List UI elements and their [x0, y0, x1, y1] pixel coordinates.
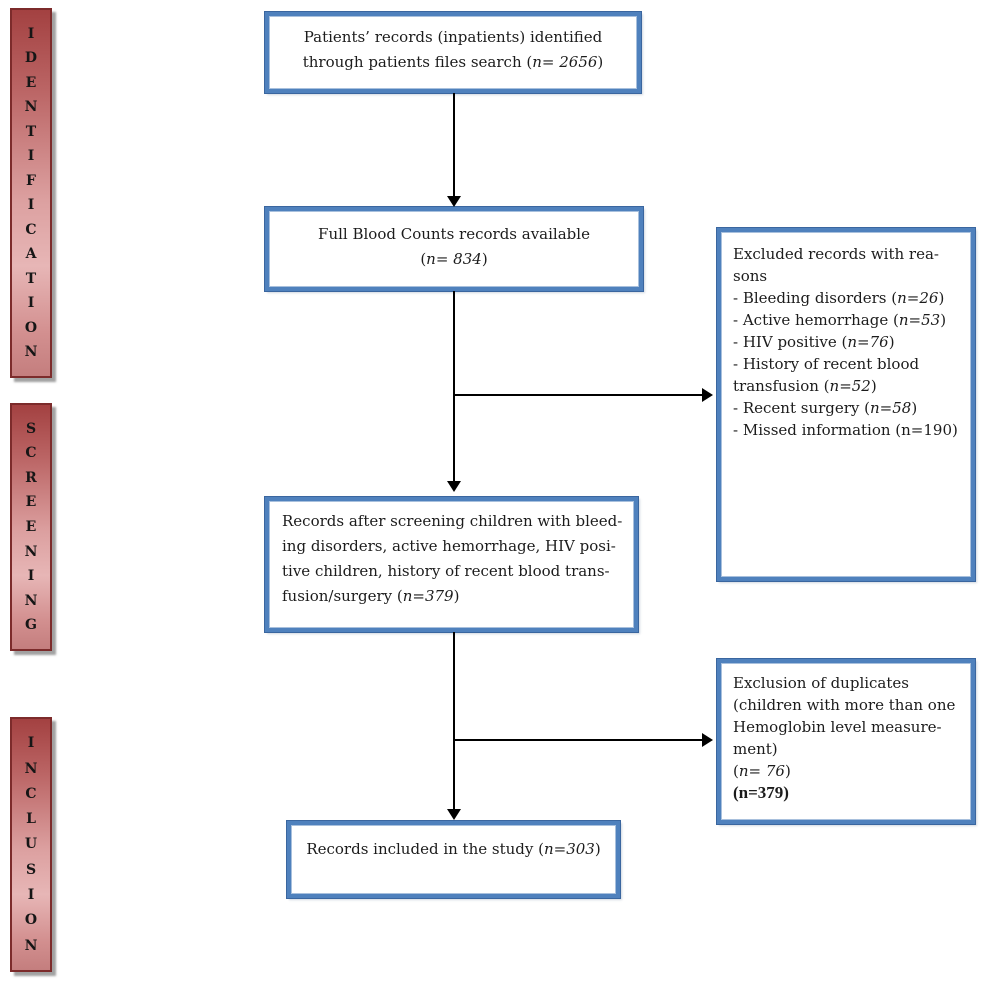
stage-bar-letter: O: [24, 319, 38, 336]
box-text-line: Exclusion of duplicates: [733, 674, 909, 692]
stage-bar-letter: N: [24, 592, 38, 609]
stage-bar-letter: I: [27, 25, 35, 42]
stage-bar-letter: N: [24, 937, 38, 954]
stage-bar-letter: S: [25, 420, 37, 437]
stage-bar-letter: E: [25, 494, 37, 511]
box-fbc-available: Full Blood Counts records available (n= 8…: [265, 207, 643, 291]
arrow-branch-to-duplicates-head-icon: [702, 733, 713, 747]
stage-bar-letter: E: [25, 74, 37, 91]
box-text-line: - Recent surgery (n=58): [733, 399, 918, 417]
box-text-line: Full Blood Counts records available: [318, 225, 590, 243]
box-text-line: Records after screening children with bl…: [282, 512, 623, 530]
box-text-line: fusion/surgery (n=379): [282, 587, 460, 605]
stage-bar-letter: C: [25, 445, 37, 462]
arrow-fbc-to-screened-head-icon: [447, 481, 461, 492]
box-exclusion-of-duplicates: Exclusion of duplicates (children with mo…: [717, 659, 975, 824]
stage-bar-letter: I: [27, 887, 35, 904]
box-text-line: - Active hemorrhage (n=53): [733, 311, 947, 329]
stage-bar-letter: N: [24, 344, 38, 361]
stage-bar-letter: T: [25, 123, 37, 140]
stage-bar-letter: S: [25, 861, 37, 878]
box-included-in-study: Records included in the study (n=303): [287, 821, 620, 898]
arrow-identified-to-fbc-line: [453, 93, 455, 197]
stage-bar-letter: I: [27, 295, 35, 312]
box-after-screening: Records after screening children with bl…: [265, 497, 638, 632]
box-text-line: ment): [733, 740, 778, 758]
stage-bar-letter: L: [26, 811, 36, 828]
stage-bar-letter: I: [27, 148, 35, 165]
box-text-line: Records included in the study (n=303): [306, 840, 601, 858]
stage-bar-letter: I: [27, 735, 35, 752]
stage-bar-letter: C: [25, 785, 37, 802]
arrow-branch-to-duplicates-line: [454, 739, 703, 741]
arrow-screened-to-included-head-icon: [447, 809, 461, 820]
stage-bar-letter: O: [24, 912, 38, 929]
box-text-line: - History of recent blood: [733, 355, 920, 373]
box-text-line: through patients files search (n= 2656): [302, 53, 604, 71]
stage-bar-letter: E: [25, 518, 37, 535]
stage-bar-letter: C: [25, 221, 37, 238]
stage-bar-letter: N: [24, 760, 38, 777]
arrow-screened-to-included-line: [453, 632, 455, 810]
box-text-line: sons: [733, 267, 768, 285]
stage-bar-letter: N: [24, 99, 38, 116]
stage-bar-letter: F: [26, 172, 36, 189]
box-text-line: ing disorders, active hemorrhage, HIV po…: [282, 537, 616, 555]
stage-bar-letter: D: [24, 50, 38, 67]
arrow-identified-to-fbc-head-icon: [447, 196, 461, 207]
stage-bar-letter: I: [27, 568, 35, 585]
stage-bar-letter: I: [27, 197, 35, 214]
stage-bar-letter: U: [24, 836, 38, 853]
stage-bar-letter: T: [25, 270, 37, 287]
box-text-line: (n= 76): [733, 762, 791, 780]
box-text-line: - Bleeding disorders (n=26): [733, 289, 945, 307]
stage-bar-letter: R: [25, 469, 37, 486]
box-text-line: tive children, history of recent blood t…: [282, 562, 610, 580]
box-text-line: (n=379): [733, 783, 789, 802]
arrow-branch-to-excluded-head-icon: [702, 388, 713, 402]
arrow-branch-to-excluded-line: [454, 394, 703, 396]
box-text-line: (n= 834): [420, 250, 488, 268]
box-text-line: - HIV positive (n=76): [733, 333, 895, 351]
box-text-line: Patients’ records (inpatients) identifie…: [303, 28, 603, 46]
stage-bar-letter: G: [25, 617, 37, 634]
box-excluded-with-reasons: Excluded records with rea-sons - Bleeding…: [717, 228, 975, 581]
stage-bar-letter: A: [25, 246, 37, 263]
box-records-identified: Patients’ records (inpatients) identifie…: [265, 12, 641, 93]
box-text-line: - Missed information (n=190): [733, 421, 958, 439]
box-text-line: Hemoglobin level measure-: [733, 718, 942, 736]
stage-bar-letter: N: [24, 543, 38, 560]
arrow-fbc-to-screened-line: [453, 291, 455, 482]
box-text-line: (children with more than one: [733, 696, 956, 714]
box-text-line: Excluded records with rea-: [733, 245, 939, 263]
box-text-line: transfusion (n=52): [733, 377, 877, 395]
